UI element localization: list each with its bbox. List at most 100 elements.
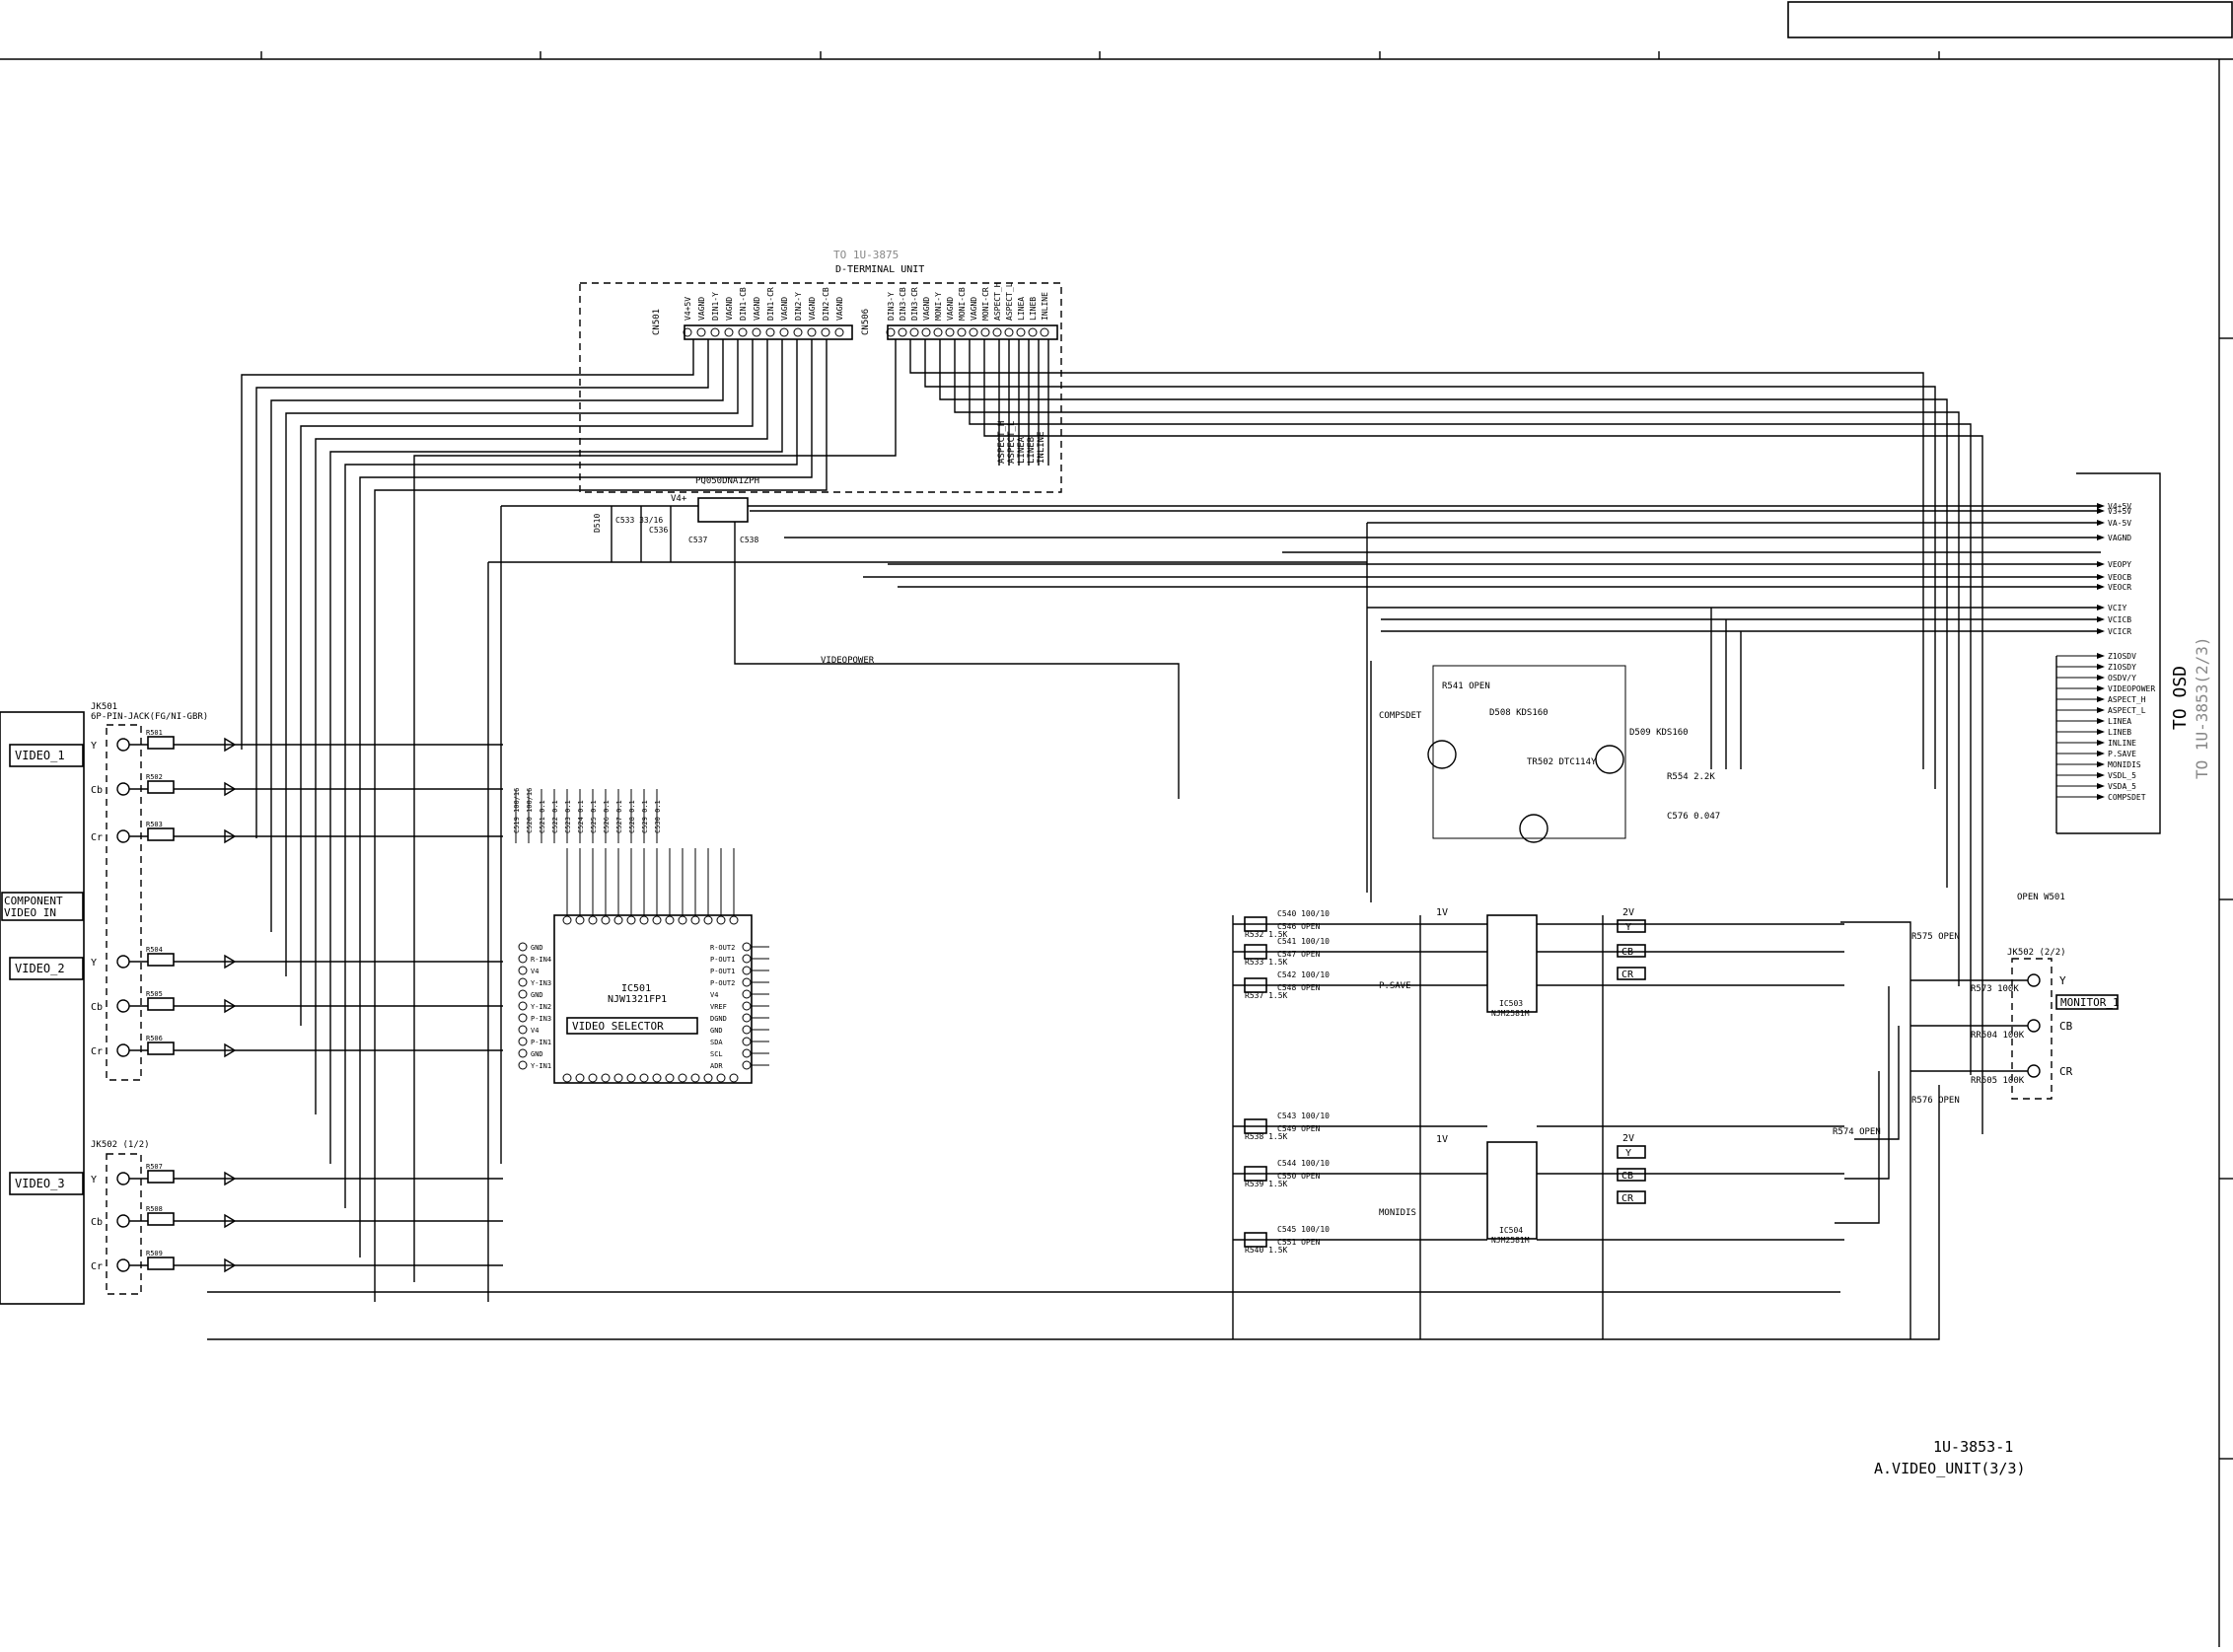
- jack-circle: [116, 782, 130, 796]
- jack-resistor: [147, 1170, 175, 1184]
- ic501-bottom-pin: [678, 1073, 687, 1083]
- diode-symbol: [224, 998, 237, 1014]
- monitor-cr-label: CR: [2059, 1065, 2073, 1078]
- d508-label: D508 KDS160: [1489, 708, 1549, 718]
- jack-resistor: [147, 953, 175, 967]
- output-capacitor-label: C541 100/10: [1277, 937, 1330, 946]
- ic501-bottom-pin: [703, 1073, 713, 1083]
- osd-pin-label: Z1OSDV: [2108, 652, 2136, 661]
- output-resistor-label: R540 1.5K: [1245, 1246, 1288, 1255]
- ic501-left-pin-label: V4: [531, 1027, 539, 1035]
- out-cb-label-bottom: CB: [1621, 1171, 1633, 1182]
- cn506-pin-label: DIN3-Y: [887, 292, 896, 321]
- diode-symbol: [224, 1213, 237, 1229]
- c533-label: C533 33/16: [615, 516, 663, 525]
- cn501-pin-label: VAGND: [725, 297, 734, 321]
- cn501-pin: [779, 327, 789, 337]
- output-capacitor-label: C545 100/10: [1277, 1225, 1330, 1234]
- rr504-label: RR504 100K: [1971, 1031, 2025, 1041]
- ic504-label: IC504: [1499, 1226, 1523, 1235]
- osd-arrow: [2097, 685, 2105, 691]
- cn506-label: CN506: [861, 309, 871, 335]
- out-cr-label-bottom: CR: [1621, 1193, 1634, 1204]
- output-capacitor-label: C542 100/10: [1277, 970, 1330, 979]
- video-3-box: [9, 1172, 84, 1195]
- ic501-bottom-pin: [588, 1073, 598, 1083]
- output-channel-labels: 2V Y CB CR 2V Y CB CR P.SAVE MONIDIS COM…: [1379, 711, 1646, 1218]
- jack-resistor-label: R506: [146, 1035, 163, 1042]
- to-osd-label: TO OSD: [2170, 666, 2191, 730]
- r554-label: R554 2.2K: [1667, 772, 1715, 782]
- osd-pin-label: V4+5V: [2108, 502, 2131, 511]
- ic501-left-pin: [518, 977, 528, 987]
- jk501-label: JK501: [91, 702, 117, 712]
- cn501-pin-label: VAGND: [697, 297, 706, 321]
- osd-pin-label: VSDL_5: [2108, 771, 2136, 780]
- r576-label: R576 OPEN: [1911, 1096, 1960, 1106]
- jack-resistor: [147, 827, 175, 841]
- video-1-box: [9, 744, 84, 767]
- capacitor-label: C529 0.1: [641, 800, 649, 833]
- osd-arrow: [2097, 729, 2105, 735]
- osd-pin-label: VCIY: [2108, 604, 2126, 612]
- jack-resistor-label: R507: [146, 1163, 163, 1171]
- osd-pin-label: VSDA_5: [2108, 782, 2136, 791]
- osd-pin-label: Z1OSDY: [2108, 663, 2136, 672]
- ic501-left-pin: [518, 1037, 528, 1046]
- capacitor-label: C521 0.1: [539, 800, 546, 833]
- rr505-label: RR505 100K: [1971, 1076, 2025, 1086]
- out-y-label-top: Y: [1625, 922, 1631, 933]
- capacitor-label: C519 100/16: [513, 788, 521, 833]
- output-resistor-label: R538 1.5K: [1245, 1132, 1288, 1141]
- jack-circle: [116, 999, 130, 1013]
- aspect-label-3: LINEA: [1017, 436, 1027, 464]
- cn506-pin-label: LINEA: [1017, 297, 1026, 321]
- capacitor-label: C520 100/16: [526, 788, 534, 833]
- output-resistor-label: R533 1.5K: [1245, 958, 1288, 967]
- jack-channel-label: Cr: [91, 1261, 103, 1272]
- ic501-left-pin: [518, 1048, 528, 1058]
- osd-pin-label: VCICB: [2108, 615, 2131, 624]
- output-capacitor-2-label: C551 OPEN: [1277, 1238, 1321, 1247]
- diode-symbol: [224, 828, 237, 844]
- to-osd-connector: TO OSD TO 1U-3853(2/3) V4+5VV3+5VVA-5VVA…: [2056, 472, 2211, 834]
- osd-arrow: [2097, 503, 2105, 509]
- osd-arrow: [2097, 761, 2105, 767]
- cn506-pin-label: DIN3-CR: [910, 287, 919, 321]
- osd-arrow: [2097, 751, 2105, 756]
- ic501-left-pin-label: GND: [531, 1050, 543, 1058]
- cn501-pin: [807, 327, 817, 337]
- input-jack-rows: YR501CbR502CrR503YR504CbR505CrR506YR507C…: [91, 729, 503, 1273]
- d-terminal-unit: TO 1U-3875 D-TERMINAL UNIT CN501 CN506 V…: [579, 249, 1062, 493]
- ic501-left-pin-label: R-IN4: [531, 956, 551, 964]
- jk501-jack-label: 6P-PIN-JACK(FG/NI-GBR): [91, 712, 208, 722]
- output-capacitor-2-label: C548 OPEN: [1277, 983, 1321, 992]
- component-video-in-label-1: COMPONENT: [4, 895, 63, 907]
- osd-arrow: [2097, 772, 2105, 778]
- ic501-right-pin-label: ADR: [710, 1062, 723, 1070]
- jack-resistor: [147, 1212, 175, 1226]
- cn501-pin-label: V4+5V: [684, 297, 692, 321]
- diode-symbol: [224, 954, 237, 970]
- diode-symbol: [224, 781, 237, 797]
- jack-channel-label: Cb: [91, 785, 103, 796]
- 2v-label-bottom: 2V: [1622, 1133, 1634, 1144]
- regulator-label: PQ050DNA1ZPH: [695, 476, 759, 486]
- osd-pin-label: LINEA: [2108, 717, 2131, 726]
- jack-resistor: [147, 780, 175, 794]
- ic501-left-pin-label: V4: [531, 968, 539, 975]
- output-capacitor-2-label: C546 OPEN: [1277, 922, 1321, 931]
- ic501-bottom-pin: [729, 1073, 739, 1083]
- ic501-right-pin-label: V4: [710, 991, 718, 999]
- osd-arrow: [2097, 783, 2105, 789]
- osd-pin-label: VA-5V: [2108, 519, 2131, 528]
- osd-arrow: [2097, 794, 2105, 800]
- output-resistor-label: R532 1.5K: [1245, 930, 1288, 939]
- cn501-pin: [696, 327, 706, 337]
- ic501-right-pin-label: R-OUT2: [710, 944, 735, 952]
- jack-resistor-label: R503: [146, 821, 163, 828]
- cn501-pin: [724, 327, 734, 337]
